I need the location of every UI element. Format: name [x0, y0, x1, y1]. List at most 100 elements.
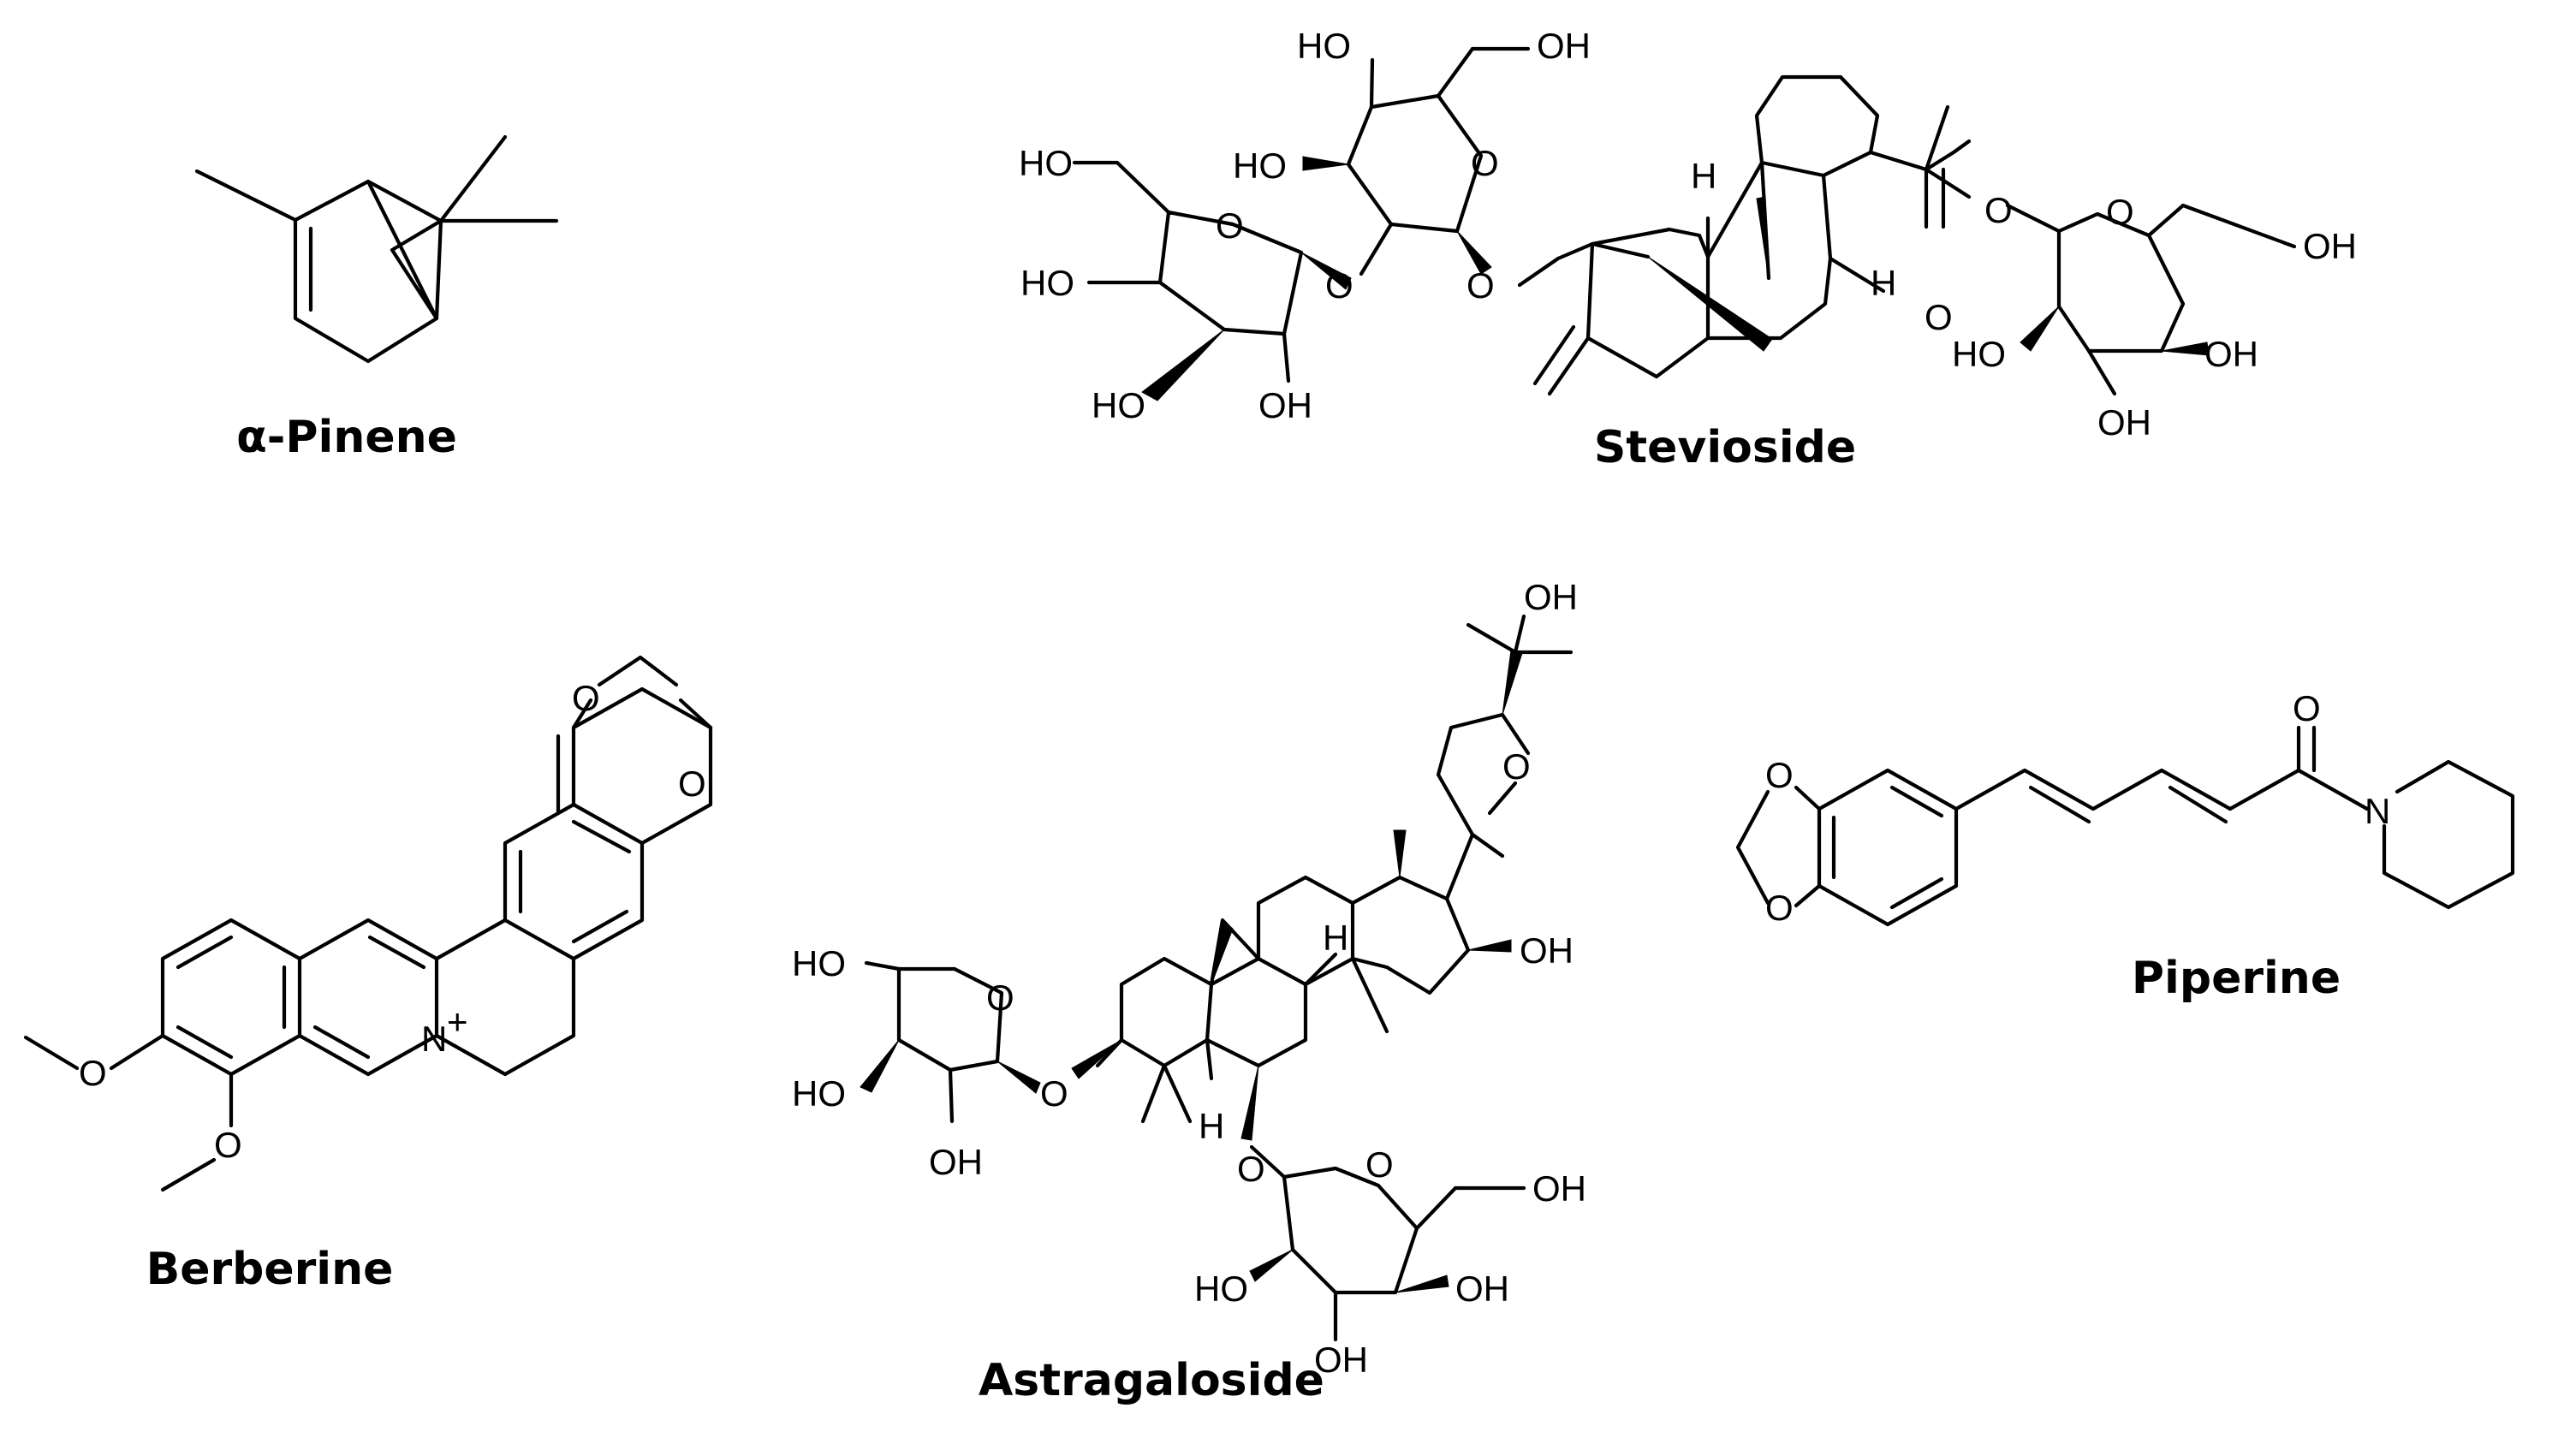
atom-label: O	[1502, 746, 1531, 787]
compound-label-stevioside: Stevioside	[1594, 422, 1856, 473]
bond	[1590, 241, 1651, 259]
atom-label: O	[1765, 755, 1794, 795]
atom-label: O	[986, 977, 1014, 1018]
wedge-bond	[1141, 329, 1225, 401]
atom-label: O	[1471, 143, 1499, 183]
atom-label: OH	[2097, 402, 2151, 443]
bond	[367, 935, 426, 970]
atom-label: OH	[1532, 1168, 1586, 1209]
bond	[176, 1025, 234, 1060]
bond	[1140, 1063, 1167, 1124]
atom-label: O	[1040, 1073, 1068, 1114]
wedge-bond	[1502, 650, 1523, 716]
bond	[571, 698, 593, 730]
atom-label: H	[1323, 918, 1348, 958]
bond	[1794, 883, 1822, 908]
astragaloside-structure: HO O HO OH O H H O O OH HO OH OH OH O OH…	[792, 577, 1586, 1406]
atom-label: HO	[1020, 263, 1074, 303]
atom-label: HO	[1952, 334, 2006, 374]
atom-label: O	[572, 678, 600, 718]
bond	[1470, 832, 1505, 859]
bond	[2168, 785, 2228, 824]
atom-label: HO	[1194, 1269, 1248, 1309]
bond	[1256, 875, 1355, 987]
bond	[1346, 93, 1484, 234]
bond	[678, 698, 713, 730]
atom-label: OH	[2204, 334, 2258, 374]
atom-label: OH	[1524, 577, 1578, 617]
bond	[1828, 256, 1886, 294]
atom-label: O	[1925, 297, 1953, 337]
wedge-bond	[1240, 1065, 1259, 1141]
bond	[2056, 211, 2186, 354]
atom-label: N	[421, 1019, 447, 1059]
bond	[1350, 956, 1389, 1034]
bond	[1436, 712, 1531, 837]
atom-label: HO	[1297, 26, 1351, 66]
alpha-pinene-structure: α-Pinene	[194, 134, 559, 463]
bond	[160, 918, 302, 1077]
atom-label: O	[214, 1125, 242, 1165]
bond	[1466, 622, 1518, 655]
atom-label: OH	[1258, 385, 1312, 425]
atom-label: OH	[1537, 26, 1591, 66]
wedge-bond	[860, 1039, 900, 1093]
stevioside-structure: HO O HO HO OH O HO OH HO O O H H O O O O…	[1019, 26, 2357, 473]
bond	[571, 819, 632, 854]
bond	[297, 918, 439, 1077]
bond	[1162, 1063, 1193, 1124]
wedge-bond	[996, 1061, 1041, 1094]
bond	[1590, 227, 1710, 259]
wedge-bond	[1395, 1275, 1449, 1293]
bond	[571, 909, 629, 944]
atom-label: N	[2365, 791, 2390, 831]
bond	[160, 1157, 217, 1192]
wedge-bond	[1456, 230, 1492, 275]
wedge-bond	[1467, 939, 1512, 953]
atom-label: H	[1871, 263, 1896, 303]
compound-label-piperine: Piperine	[2132, 953, 2341, 1004]
bond	[1303, 952, 1338, 987]
bond	[1115, 160, 1171, 215]
bond	[1359, 222, 1394, 276]
bond	[1487, 781, 1518, 816]
bond	[1282, 1166, 1419, 1295]
bond	[1205, 956, 1308, 1068]
bond	[438, 134, 508, 223]
bond	[2028, 785, 2091, 824]
bond	[1754, 74, 1880, 178]
bond	[2146, 203, 2186, 238]
atom-label: OH	[1314, 1340, 1368, 1380]
wedge-bond	[1071, 1039, 1122, 1079]
bond	[109, 1033, 165, 1071]
wedge-bond	[1302, 156, 1349, 171]
atom-label: O	[1237, 1149, 1265, 1189]
wedge-bond	[2161, 342, 2210, 356]
atom-label: OH	[1520, 930, 1574, 971]
bond	[1436, 46, 1475, 98]
compound-label-astragaloside: Astragaloside	[979, 1355, 1324, 1406]
atom-label: O	[1466, 265, 1495, 306]
wedge-bond	[1249, 1249, 1294, 1282]
bond	[176, 935, 234, 970]
compound-label-berberine: Berberine	[146, 1244, 394, 1295]
atom-label: OH	[2303, 226, 2357, 266]
bond	[1095, 956, 1214, 1068]
atom-label: O	[2106, 192, 2134, 232]
atom-label: HO	[792, 943, 846, 983]
bond	[1517, 241, 1595, 288]
bond	[1954, 768, 2370, 811]
bond	[2180, 203, 2297, 249]
bond	[1794, 785, 1822, 811]
wedge-bond	[1393, 829, 1407, 878]
atom-label: O	[1216, 205, 1244, 246]
atom-label: O	[1765, 888, 1794, 928]
atom-label: HO	[1092, 385, 1145, 425]
bond	[312, 1025, 371, 1060]
bond	[1924, 167, 1972, 199]
wedge-bond	[1300, 252, 1352, 290]
bond	[23, 1035, 80, 1071]
atom-label: O	[2293, 688, 2321, 728]
wedge-bond	[2020, 306, 2060, 352]
